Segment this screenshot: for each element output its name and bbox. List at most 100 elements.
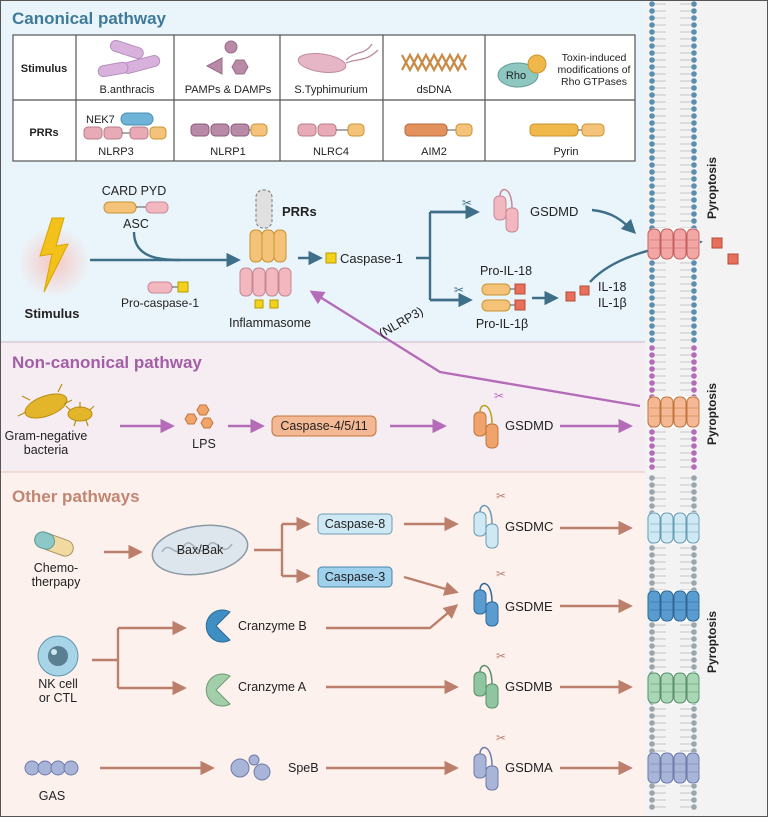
gsdme-label: GSDME [505, 599, 553, 614]
row-label-prrs: PRRs [29, 127, 58, 139]
gsdmc-label: GSDMC [505, 519, 553, 534]
nlrp3-domains-icon [83, 126, 167, 140]
prr-nlrp3: NLRP3 [98, 146, 133, 158]
aim2-domains-icon [404, 123, 473, 137]
svg-text:✂: ✂ [496, 489, 506, 503]
speb-icon [230, 754, 271, 781]
gsdmd-canonical-label: GSDMD [530, 204, 578, 219]
gas-label: GAS [39, 789, 65, 803]
gsdmc-icon: ✂ [473, 489, 506, 549]
prr-pyrin: Pyrin [553, 146, 578, 158]
stimulus-dsdna: dsDNA [417, 84, 453, 96]
pro-il1b-label: Pro-IL-1β [476, 317, 528, 331]
pyrin-domains-icon [529, 123, 605, 137]
speb-label: SpeB [288, 761, 319, 775]
svg-text:✂: ✂ [494, 389, 504, 403]
nlrc4-domains-icon [297, 123, 365, 137]
noncanonical-section-bg [0, 342, 645, 472]
caspase1-label: Caspase-1 [340, 251, 403, 266]
dsdna-icon [401, 52, 467, 73]
pore-icon [647, 752, 700, 784]
mitochondrion-icon [151, 524, 249, 576]
granzyme-b-icon [205, 609, 231, 643]
caspase8-box [317, 513, 393, 535]
inflammasome-icon [239, 189, 292, 309]
granzyme-a-icon [205, 673, 231, 707]
caspase1-icon [325, 252, 337, 264]
s-typhimurium-icon [297, 43, 379, 74]
caspase3-box [317, 566, 393, 588]
pyroptosis-label-noncanonical: Pyroptosis [705, 383, 719, 445]
gsdmd-noncanonical-label: GSDMD [505, 418, 553, 433]
gsdmb-icon: ✂ [473, 649, 506, 709]
prr-aim2: AIM2 [421, 146, 447, 158]
caspase-4-5-11-label: Caspase-4/5/11 [280, 419, 367, 433]
lps-icon [184, 404, 214, 429]
caspase3-label: Caspase-3 [325, 570, 385, 584]
gsdmb-label: GSDMB [505, 679, 553, 694]
canonical-title: Canonical pathway [12, 9, 167, 28]
prrs-label: PRRs [282, 204, 317, 219]
il1b-label: IL-1β [598, 296, 627, 310]
stimulus-pamps-damps: PAMPs & DAMPs [185, 84, 272, 96]
procaspase1-icon [147, 281, 189, 294]
card-pyd-label: CARD PYD [102, 184, 167, 198]
asc-icon [103, 201, 169, 214]
nek7-label: NEK7 [86, 114, 115, 126]
gsdma-label: GSDMA [505, 760, 553, 775]
scissors-icon-1: ✂ [462, 196, 472, 210]
pore-icon [647, 590, 700, 622]
gas-bacteria-icon [24, 760, 79, 776]
gsdmd-canonical-icon [493, 188, 519, 233]
stimulus-b-anthracis: B.anthracis [99, 84, 155, 96]
nlrp1-domains-icon [190, 123, 268, 137]
gram-negative-bacteria-icon [17, 383, 95, 427]
gsdmd-noncanonical-icon: ✂ [473, 389, 504, 449]
bax-bak-label: Bax/Bak [177, 543, 224, 557]
prr-nlrc4: NLRC4 [313, 146, 349, 158]
b-anthracis-icon [97, 39, 161, 78]
noncanonical-title: Non-canonical pathway [12, 353, 202, 372]
caspase8-label: Caspase-8 [325, 517, 385, 531]
caspase-4-5-11-box [271, 415, 377, 437]
gsdme-icon: ✂ [473, 567, 506, 627]
granzyme-a-label: Cranzyme A [238, 680, 307, 694]
chemotherapy-pill-icon [34, 531, 74, 557]
lps-label: LPS [192, 437, 216, 451]
other-title: Other pathways [12, 487, 140, 506]
pro-il18-label: Pro-IL-18 [480, 264, 532, 278]
stimulus-prr-table: Stimulus PRRs B.anthracis PAMPs & DAMPs … [12, 34, 636, 162]
pore-icon [647, 512, 700, 544]
asc-label: ASC [123, 217, 149, 231]
nk-cell-icon [37, 635, 79, 677]
pore-icon [647, 672, 700, 704]
il18-label: IL-18 [598, 280, 627, 294]
pore-icon [647, 228, 700, 260]
gasdermin-pores [647, 228, 700, 784]
procaspase1-label: Pro-caspase-1 [121, 296, 199, 310]
svg-text:✂: ✂ [496, 649, 506, 663]
gsdma-icon: ✂ [473, 731, 506, 791]
rho-label: Rho [506, 70, 526, 82]
pamps-damps-icon [205, 40, 249, 75]
row-label-stimulus: Stimulus [21, 63, 67, 75]
stimulus-label: Stimulus [25, 306, 80, 321]
inflammasome-label: Inflammasome [229, 316, 311, 330]
stimulus-s-typhimurium: S.Typhimurium [294, 84, 367, 96]
prr-nlrp1: NLRP1 [210, 146, 245, 158]
nek7-icon [120, 112, 154, 126]
pyroptosis-label-canonical: Pyroptosis [705, 157, 719, 219]
svg-text:✂: ✂ [496, 731, 506, 745]
pyroptosis-label-other: Pyroptosis [705, 611, 719, 673]
lightning-icon [39, 217, 69, 293]
scissors-icon-2: ✂ [454, 283, 464, 297]
chemotherapy-label: Chemo-therpapy [32, 561, 81, 589]
pore-icon [647, 396, 700, 428]
rho-gtpase-icon: Rho [497, 54, 547, 88]
pro-il18-icon [481, 283, 526, 312]
svg-text:✂: ✂ [496, 567, 506, 581]
